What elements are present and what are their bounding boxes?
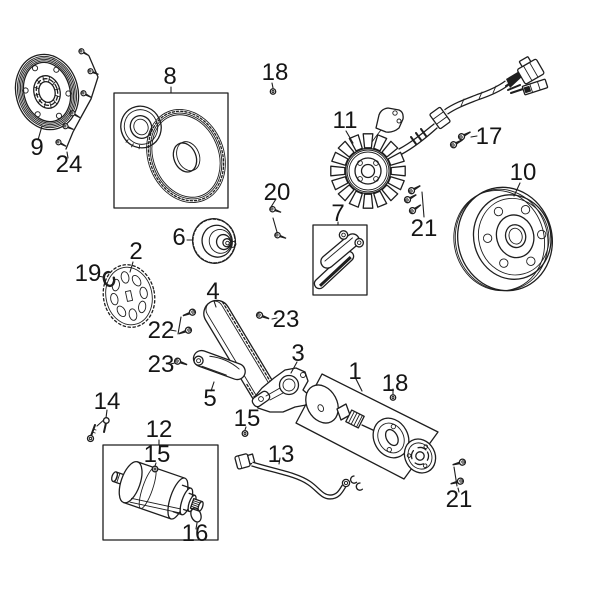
part-10-drum <box>453 186 554 292</box>
callout-label-24: 24 <box>56 151 83 178</box>
callout-18-lower: 18 <box>382 370 409 397</box>
callout-label-11: 11 <box>333 107 358 134</box>
callout-label-9: 9 <box>30 134 43 161</box>
part-17-screws <box>448 128 478 150</box>
callout-label-14: 14 <box>94 388 121 415</box>
callout-label-10: 10 <box>510 159 537 186</box>
callout-label-21-upper: 21 <box>411 215 438 242</box>
callout-20: 20 <box>264 179 291 206</box>
callout-label-5: 5 <box>203 385 216 412</box>
callout-label-16: 16 <box>182 520 209 547</box>
part-9-one-way-clutch <box>14 53 80 131</box>
callout-13: 13 <box>268 441 295 468</box>
callout-label-15-inner: 15 <box>144 441 171 468</box>
part-12-starter-motor-box <box>102 444 219 541</box>
part-18-screw-top <box>269 82 277 95</box>
callout-14: 14 <box>94 388 121 415</box>
callout-label-17: 17 <box>476 123 503 150</box>
callout-label-13: 13 <box>268 441 295 468</box>
callout-21-upper: 21 <box>411 215 438 242</box>
part-11-pickup-coil <box>371 107 404 143</box>
callout-6: 6 <box>172 224 194 251</box>
callout-9: 9 <box>30 125 44 161</box>
part-21-screws-upper <box>402 182 425 218</box>
callout-label-7: 7 <box>331 200 344 227</box>
part-1-pulley-assembly-box <box>295 373 439 480</box>
part-5-tensioner-arm <box>192 349 246 381</box>
part-13-starter-cable <box>234 453 364 500</box>
part-21-screws-lower <box>449 457 467 493</box>
callout-label-12: 12 <box>146 416 173 443</box>
callout-8: 8 <box>163 63 177 94</box>
callout-label-18-lower: 18 <box>382 370 409 397</box>
callout-12: 12 <box>146 416 173 446</box>
part-7-chain-guide-box <box>312 224 368 296</box>
callout-label-8: 8 <box>163 63 176 90</box>
callout-label-2: 2 <box>129 238 142 265</box>
part-14-bolts <box>86 409 110 443</box>
callout-label-19: 19 <box>75 260 102 287</box>
part-23-screw-upper <box>255 310 278 323</box>
part-18-screw-lower <box>389 388 397 401</box>
callout-label-21-lower: 21 <box>446 486 473 513</box>
callout-label-4: 4 <box>206 278 219 305</box>
part-23-screw-lower <box>169 356 189 369</box>
callout-21-lower: 21 <box>446 486 473 513</box>
callout-2: 2 <box>129 238 143 273</box>
callout-7: 7 <box>331 200 344 227</box>
part-6-starter-gear <box>191 218 237 264</box>
stud-icon <box>61 122 76 133</box>
callout-24: 24 <box>56 151 83 178</box>
part-15-screw-inner <box>151 462 159 473</box>
callout-1: 1 <box>348 358 363 392</box>
callout-label-20: 20 <box>264 179 291 206</box>
callout-3: 3 <box>290 340 305 374</box>
callout-label-6: 6 <box>172 224 185 251</box>
part-11-stator <box>330 133 406 209</box>
part-24-sensor-wire <box>54 47 101 150</box>
callout-4: 4 <box>206 278 220 308</box>
callout-19: 19 <box>75 260 104 287</box>
callout-10: 10 <box>510 159 537 197</box>
connector-icon <box>517 56 545 85</box>
part-15-screw-mid <box>241 426 249 437</box>
part-22-studs <box>169 307 197 338</box>
callout-label-18-top: 18 <box>262 59 289 86</box>
part-3-bracket <box>251 367 311 413</box>
callout-5: 5 <box>203 381 217 412</box>
part-8-gear-assembly-box <box>113 92 229 209</box>
callout-15-inner: 15 <box>144 441 171 468</box>
callout-label-22: 22 <box>148 317 175 344</box>
callout-label-3: 3 <box>291 340 304 367</box>
stud-icon <box>79 89 93 101</box>
stud-icon <box>77 47 91 59</box>
callout-23-upper: 23 <box>273 306 300 333</box>
callout-15-mid: 15 <box>234 405 261 432</box>
callout-18-top: 18 <box>262 59 289 86</box>
callout-label-1: 1 <box>348 358 361 385</box>
part-2-sprocket <box>102 264 156 328</box>
callout-label-15-mid: 15 <box>234 405 261 432</box>
callout-23-lower: 23 <box>148 351 175 378</box>
callout-17: 17 <box>476 123 503 150</box>
callout-22: 22 <box>148 317 175 344</box>
part-16-o-ring <box>190 507 202 523</box>
stud-icon <box>54 138 68 150</box>
part-20-pins <box>268 198 288 242</box>
callout-label-23-lower: 23 <box>148 351 175 378</box>
callout-16: 16 <box>182 520 209 547</box>
part-19-circlip <box>102 270 116 288</box>
flat-connector-icon <box>521 78 549 96</box>
stator-wiring-harness <box>398 56 549 155</box>
callout-11: 11 <box>333 107 358 144</box>
callout-label-23-upper: 23 <box>273 306 300 333</box>
